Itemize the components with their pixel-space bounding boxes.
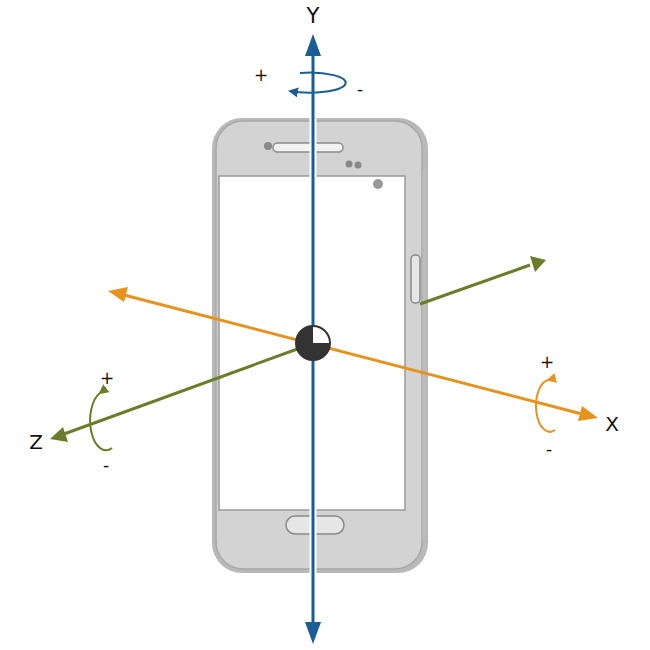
x-axis — [124, 295, 582, 414]
sign-label: + — [540, 354, 554, 371]
axis-label: Y — [307, 6, 320, 27]
z-axis — [64, 348, 300, 434]
sign-label: + — [100, 370, 114, 387]
x-rotation-arrow — [536, 380, 555, 432]
z-rotation-arrow — [90, 393, 112, 450]
y-rotation-arrow — [290, 73, 346, 93]
sign-label: + — [254, 67, 268, 84]
phone — [212, 118, 428, 573]
sign-label: - — [103, 457, 109, 474]
axis-label: Z — [29, 432, 43, 452]
sign-label: - — [546, 441, 552, 458]
axis-label: X — [605, 414, 619, 434]
origin-marker — [296, 326, 330, 360]
sign-label: - — [357, 81, 363, 98]
